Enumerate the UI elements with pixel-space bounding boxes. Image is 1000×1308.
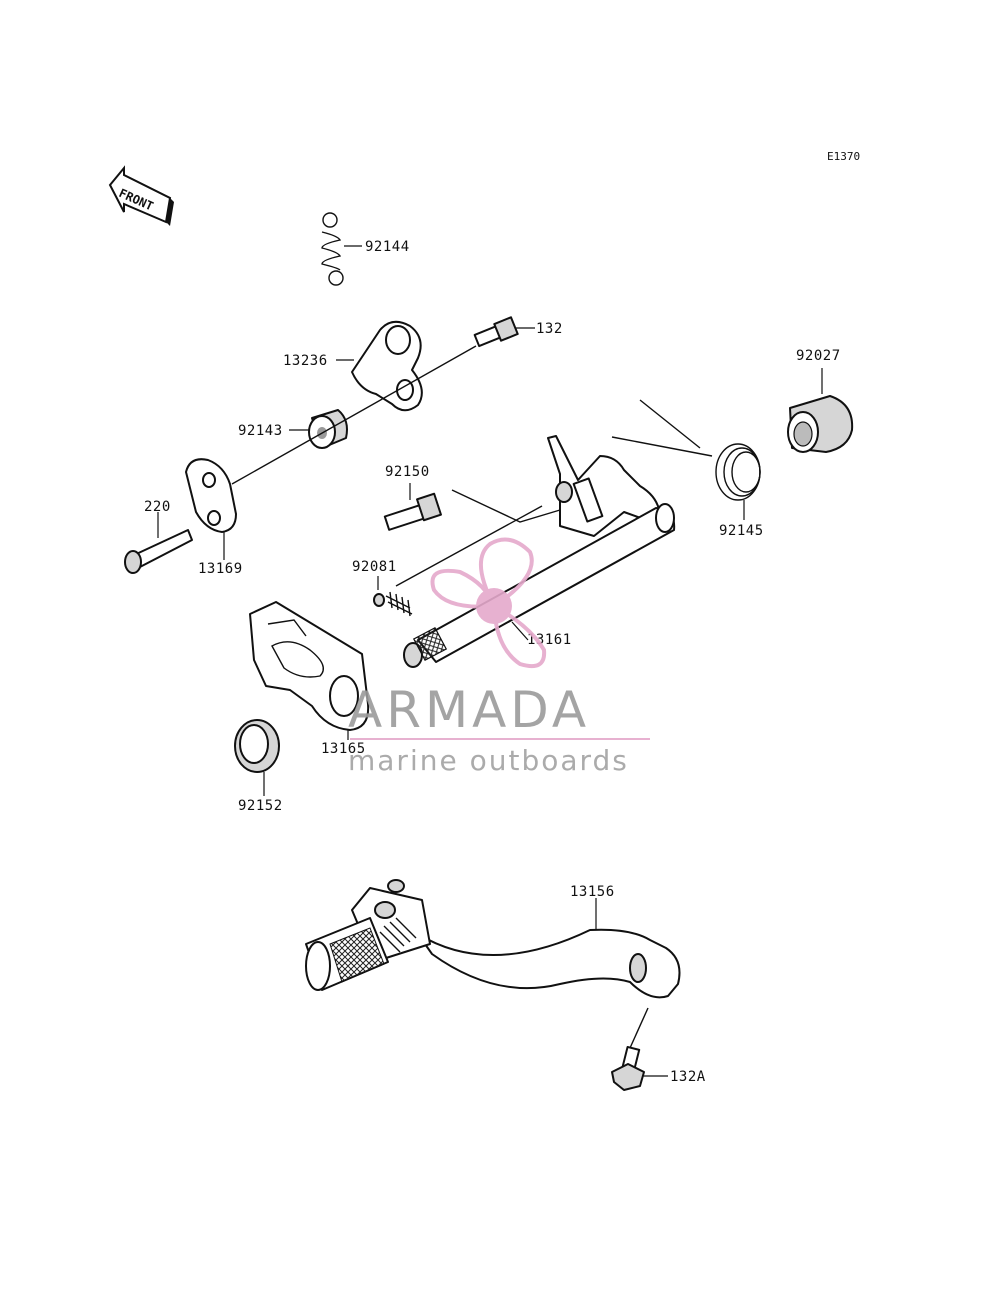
label-92150: 92150 — [385, 464, 430, 480]
spring-92144-icon — [321, 212, 344, 286]
plate-13169-icon — [185, 458, 237, 533]
label-92027: 92027 — [796, 348, 841, 364]
armada-logo: ARMADA marine outboards — [348, 537, 650, 777]
bushing-92027-icon — [787, 395, 854, 453]
shift-pedal-13156-icon — [305, 879, 681, 999]
washer-92152-icon — [234, 719, 280, 773]
shift-shaft-13161-icon — [403, 435, 676, 668]
label-92145: 92145 — [719, 523, 764, 539]
bolt-132a-icon — [611, 1045, 645, 1091]
label-132: 132 — [536, 321, 563, 337]
label-13156: 13156 — [570, 884, 615, 900]
spring-92081-icon — [373, 591, 413, 617]
bolt-132-icon — [473, 316, 519, 348]
watermark-title: ARMADA — [348, 681, 590, 739]
label-132a: 132A — [670, 1069, 706, 1085]
pin-92150-icon — [383, 492, 442, 531]
propeller-logo-icon — [430, 537, 547, 669]
label-92144: 92144 — [365, 239, 410, 255]
watermark-subtitle: marine outboards — [348, 744, 629, 777]
front-arrow-icon: FRONT — [108, 165, 174, 226]
bolt-220-icon — [124, 529, 193, 574]
label-13236: 13236 — [283, 353, 328, 369]
plate-13165-icon — [249, 601, 370, 731]
label-92152: 92152 — [238, 798, 283, 814]
plate-13236-icon — [351, 320, 423, 412]
label-13165: 13165 — [321, 741, 366, 757]
label-92143: 92143 — [238, 423, 283, 439]
label-13169: 13169 — [198, 561, 243, 577]
diagram-code: E1370 — [827, 150, 860, 163]
label-220: 220 — [144, 499, 171, 515]
label-92081: 92081 — [352, 559, 397, 575]
spring-92145-icon — [611, 399, 761, 501]
